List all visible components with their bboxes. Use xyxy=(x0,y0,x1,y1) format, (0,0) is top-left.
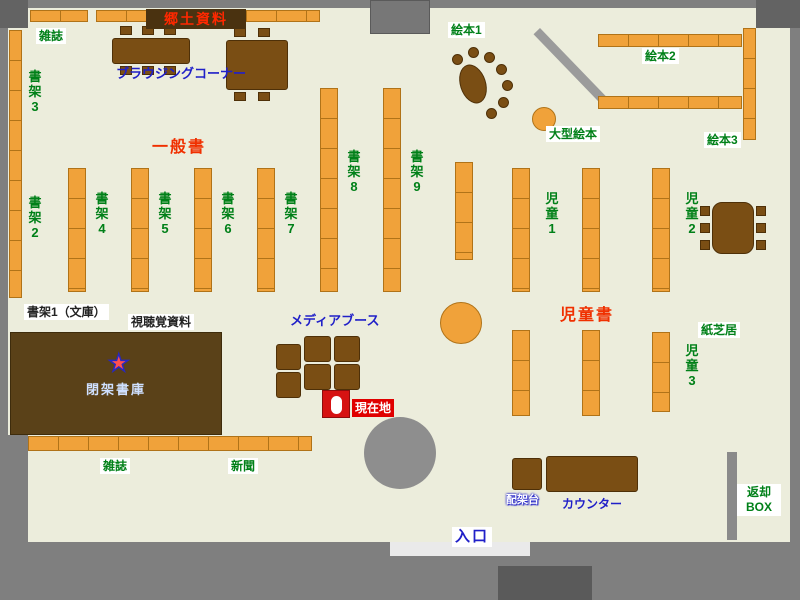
label-children-1: 児童1 xyxy=(545,191,559,236)
chair xyxy=(756,223,766,233)
label-return-box: 返却 BOX xyxy=(737,484,781,516)
label-entrance: 入口 xyxy=(452,527,493,547)
label-picture-books-2: 絵本2 xyxy=(642,48,679,65)
chair xyxy=(258,28,270,37)
label-sorting-shelf: 配架台 xyxy=(506,494,539,506)
chair xyxy=(756,206,766,216)
pillar-round xyxy=(364,417,436,489)
entrance-opening xyxy=(390,542,530,556)
shelf-column-4 xyxy=(68,168,86,292)
shelf-column-9 xyxy=(383,88,401,292)
chair xyxy=(142,66,154,75)
shelf-picture-books-top xyxy=(598,34,742,47)
shelf-column-8 xyxy=(320,88,338,292)
chair xyxy=(700,206,710,216)
chair xyxy=(120,26,132,35)
shelf-children-2 xyxy=(652,168,670,292)
star-icon: ★ xyxy=(107,350,130,377)
label-shelf2: 書架2 xyxy=(28,195,42,240)
media-booth-seat xyxy=(276,372,301,398)
stool xyxy=(452,54,463,65)
media-booth-seat xyxy=(304,364,331,390)
label-shelf8: 書架8 xyxy=(347,149,361,194)
label-closed-stacks: 閉架書庫 xyxy=(86,382,147,397)
wall-bottom-left xyxy=(8,435,28,542)
label-large-picture-books: 大型絵本 xyxy=(546,126,601,143)
sorting-shelf-table xyxy=(512,458,542,490)
chair xyxy=(234,92,246,101)
shelf-column-7 xyxy=(257,168,275,292)
counter-desk xyxy=(546,456,638,492)
shelf-children-1b xyxy=(582,168,600,292)
browsing-table-2 xyxy=(226,40,288,90)
label-current-location: 現在地 xyxy=(352,399,395,418)
label-return-box-line1: 返却 xyxy=(746,485,771,499)
media-booth-seat xyxy=(304,336,331,362)
stool xyxy=(498,97,509,108)
shelf-round-center xyxy=(440,302,482,344)
label-shelf7: 書架7 xyxy=(284,191,298,236)
wall-block-bottom xyxy=(498,566,592,600)
label-shelf3: 書架3 xyxy=(28,69,42,114)
children-table xyxy=(712,202,754,254)
chair xyxy=(700,223,710,233)
chair xyxy=(120,66,132,75)
wall-corner-top-left xyxy=(0,0,28,28)
shelf-children-3a xyxy=(512,330,530,416)
label-newspaper: 新聞 xyxy=(228,458,259,475)
stool xyxy=(484,52,495,63)
media-booth-seat xyxy=(334,364,360,390)
chair xyxy=(756,240,766,250)
label-media-booth: メディアブース xyxy=(290,313,380,328)
stool xyxy=(502,80,513,91)
chair xyxy=(258,92,270,101)
media-booth-seat xyxy=(334,336,360,362)
wall-corner-top-right xyxy=(756,0,800,28)
label-counter: カウンター xyxy=(562,497,623,511)
label-shelf4: 書架4 xyxy=(95,191,109,236)
chair xyxy=(164,66,176,75)
media-booth-seat xyxy=(276,344,301,370)
label-children-2: 児童2 xyxy=(685,191,699,236)
pillar-top xyxy=(370,0,430,34)
label-magazine-bottom: 雑誌 xyxy=(100,458,131,475)
closed-stacks-room xyxy=(10,332,222,435)
label-browsing-corner: ブラウジングコーナー xyxy=(116,66,247,81)
label-picture-books-1: 絵本1 xyxy=(448,22,485,39)
label-local-materials: 郷土資料 xyxy=(146,9,246,29)
label-children-books: 児童書 xyxy=(560,307,615,324)
current-location-marker xyxy=(331,396,342,414)
label-shelf5: 書架5 xyxy=(158,191,172,236)
shelf-right-wall xyxy=(743,28,756,140)
shelf-left-wall xyxy=(9,30,22,298)
chair xyxy=(700,240,710,250)
label-audio-visual: 視聴覚資料 xyxy=(128,314,195,331)
shelf-column-center xyxy=(455,162,473,260)
label-shelf1-bunko: 書架1（文庫） xyxy=(24,304,109,321)
stool xyxy=(486,108,497,119)
label-magazine-top: 雑誌 xyxy=(36,28,67,45)
wall-return-box xyxy=(727,452,737,540)
label-children-3: 児童3 xyxy=(685,343,699,388)
label-kamishibai: 紙芝居 xyxy=(698,322,741,339)
label-return-box-line2: BOX xyxy=(745,500,772,514)
stool xyxy=(468,47,479,58)
label-picture-books-3: 絵本3 xyxy=(704,132,741,149)
shelf-magazine-top xyxy=(30,10,88,22)
shelf-children-3c xyxy=(652,332,670,412)
browsing-table-1 xyxy=(112,38,190,64)
shelf-column-6 xyxy=(194,168,212,292)
shelf-column-5 xyxy=(131,168,149,292)
stool xyxy=(496,64,507,75)
shelf-picture-books-mid xyxy=(598,96,742,109)
shelf-magazine-newspaper xyxy=(28,436,312,451)
current-location-booth xyxy=(322,390,350,418)
shelf-children-1a xyxy=(512,168,530,292)
label-shelf9: 書架9 xyxy=(410,149,424,194)
label-shelf6: 書架6 xyxy=(221,191,235,236)
chair xyxy=(234,28,246,37)
label-general-books: 一般書 xyxy=(152,139,207,156)
shelf-children-3b xyxy=(582,330,600,416)
